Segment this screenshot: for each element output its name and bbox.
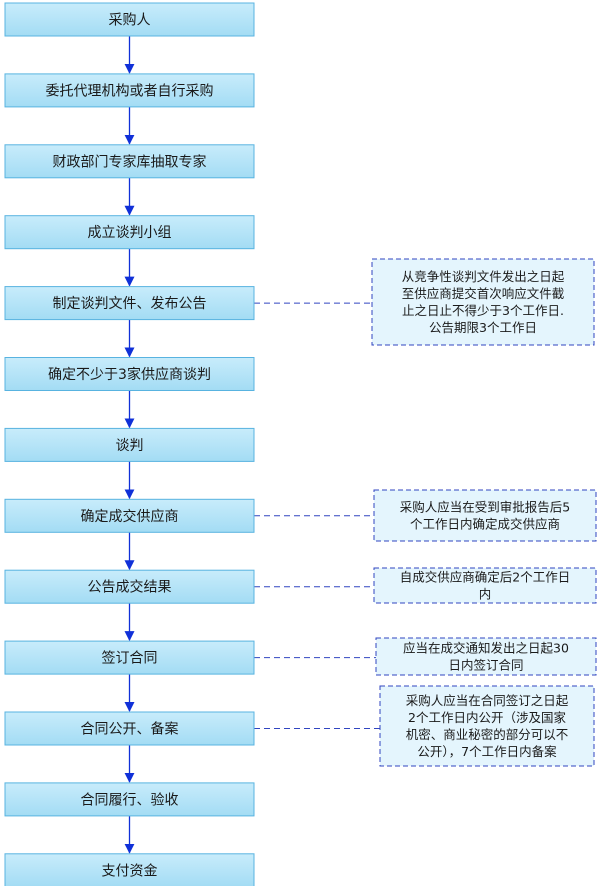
step-label: 确定不少于3家供应商谈判 — [48, 366, 211, 383]
step-box-shape — [4, 640, 255, 675]
annotation-line: 采购人应当在受到审批报告后5 — [400, 500, 570, 515]
step-box: 委托代理机构或者自行采购 — [4, 73, 255, 108]
step-box: 支付资金 — [4, 853, 255, 886]
annotation-line: 机密、商业秘密的部分可以不 — [406, 727, 569, 742]
step-box-shape — [4, 286, 255, 321]
step-label: 制定谈判文件、发布公告 — [53, 296, 207, 312]
step-label: 公告成交结果 — [88, 579, 172, 596]
step-label: 支付资金 — [102, 863, 158, 879]
annotation-note-shape — [375, 637, 597, 676]
step-box-shape — [4, 853, 255, 886]
step-box: 合同公开、备案 — [4, 711, 255, 746]
step-label: 成立谈判小组 — [88, 225, 172, 241]
annotation-line: 公告期限3个工作日 — [429, 320, 537, 335]
annotation-line: 日内签订合同 — [448, 658, 523, 673]
step-label: 签订合同 — [102, 650, 158, 667]
annotation-line: 至供应商提交首次响应文件截 — [402, 286, 565, 301]
step-box-shape — [4, 357, 255, 391]
annotation-note-shape — [373, 567, 597, 604]
step-box: 制定谈判文件、发布公告 — [4, 286, 255, 321]
step-box-shape — [4, 73, 255, 108]
step-box: 确定成交供应商 — [4, 498, 255, 533]
step-box: 谈判 — [4, 427, 255, 462]
step-box-shape — [4, 569, 255, 604]
step-label: 谈判 — [116, 438, 144, 454]
step-box-shape — [4, 144, 255, 179]
step-box: 合同履行、验收 — [4, 782, 255, 817]
step-box: 公告成交结果 — [4, 569, 255, 604]
annotation-line: 采购人应当在合同签订之日起 — [406, 693, 569, 708]
step-box: 财政部门专家库抽取专家 — [4, 144, 255, 179]
step-box: 签订合同 — [4, 640, 255, 675]
annotation-line: 从竞争性谈判文件发出之日起 — [402, 269, 565, 284]
annotation-line: 内 — [479, 587, 492, 602]
step-box-shape — [4, 782, 255, 817]
step-box-shape — [4, 427, 255, 462]
step-label: 合同履行、验收 — [81, 792, 179, 808]
step-box: 成立谈判小组 — [4, 215, 255, 250]
annotation-note-shape — [379, 685, 595, 767]
annotation-line: 个工作日内确定成交供应商 — [410, 517, 560, 532]
step-label: 财政部门专家库抽取专家 — [53, 153, 207, 170]
step-label: 委托代理机构或者自行采购 — [46, 83, 214, 99]
step-box-shape — [4, 2, 255, 37]
annotation-line: 自成交供应商确定后2个工作日 — [400, 570, 570, 585]
annotation-note: 从竞争性谈判文件发出之日起至供应商提交首次响应文件截止之日止不得少于3个工作日.… — [371, 258, 595, 346]
annotation-note-shape — [371, 258, 595, 346]
annotation-line: 公开），7个工作日内备案 — [417, 744, 557, 759]
step-label: 合同公开、备案 — [81, 721, 179, 738]
step-label: 采购人 — [109, 13, 151, 29]
step-box: 确定不少于3家供应商谈判 — [4, 357, 255, 391]
step-box: 采购人 — [4, 2, 255, 37]
annotation-line: 应当在成交通知发出之日起30 — [403, 641, 569, 656]
annotation-note: 采购人应当在受到审批报告后5 个工作日内确定成交供应商 — [373, 489, 597, 542]
step-box-shape — [4, 215, 255, 250]
annotation-note: 采购人应当在合同签订之日起 2个工作日内公开（涉及国家机密、商业秘密的部分可以不公… — [379, 685, 595, 767]
annotation-note: 应当在成交通知发出之日起30 日内签订合同 — [375, 637, 597, 676]
annotation-line: 止之日止不得少于3个工作日. — [402, 303, 564, 318]
step-box-shape — [4, 711, 255, 746]
annotation-note-shape — [373, 489, 597, 542]
annotation-line: 2个工作日内公开（涉及国家 — [408, 710, 566, 725]
step-label: 确定成交供应商 — [81, 508, 179, 525]
step-box-shape — [4, 498, 255, 533]
